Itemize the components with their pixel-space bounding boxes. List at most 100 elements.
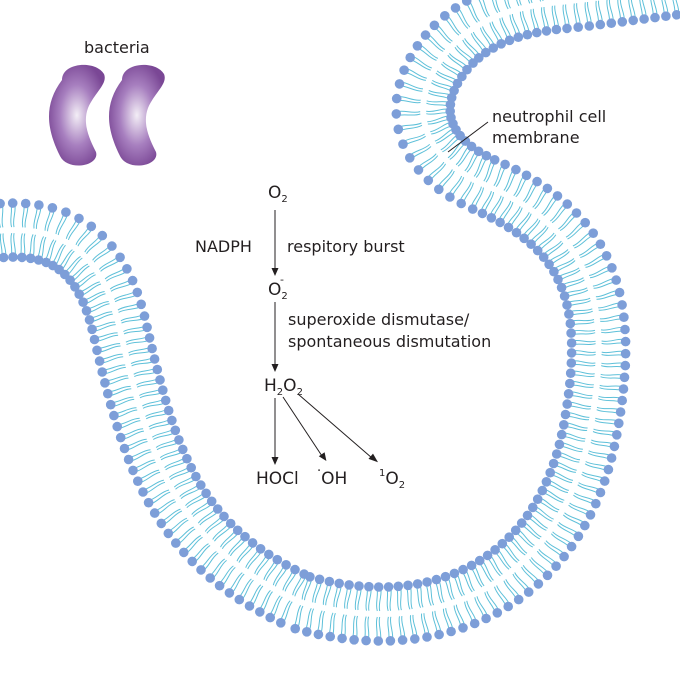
lipid-head (481, 613, 491, 624)
lipid-head (394, 79, 405, 89)
lipid-head (533, 579, 544, 589)
lipid-head (522, 29, 533, 40)
lipid-head (405, 153, 415, 163)
lipid-tail (539, 0, 542, 2)
lipid-head (276, 618, 286, 628)
lipid-head (138, 487, 148, 497)
lipid-head (606, 18, 617, 29)
lipid-head (214, 580, 225, 591)
lipid-head (549, 266, 559, 277)
lipid-head (544, 259, 554, 270)
respiratory-burst-label: respitory burst (287, 237, 405, 256)
lipid-head (458, 623, 468, 633)
lipid-head (542, 570, 553, 581)
lipid-head (325, 631, 336, 642)
lipid-tail (519, 0, 522, 6)
lipid-head (537, 485, 548, 496)
lipid-head (490, 545, 500, 555)
lipid-head (609, 441, 620, 452)
lipid-head (603, 464, 614, 475)
lipid-head (136, 299, 146, 310)
lipid-head (523, 587, 534, 597)
lipid-head (620, 336, 631, 347)
lipid-head (84, 315, 95, 325)
arrowhead-o2-to-superoxide (271, 268, 279, 276)
lipid-head (551, 24, 562, 35)
lipid-head (337, 633, 347, 644)
lipid-head (74, 213, 84, 224)
lipid-head (244, 601, 255, 611)
lipid-head (450, 3, 461, 13)
lipid-head (314, 574, 325, 585)
lipid-head (405, 52, 416, 63)
lipid-head (601, 251, 612, 261)
lipid-head (519, 233, 529, 244)
lipid-head (87, 324, 97, 335)
lipid-head (445, 106, 456, 117)
lipid-head (563, 389, 574, 399)
lipid-head (457, 71, 467, 82)
lipid-head (34, 200, 44, 210)
lipid-head (618, 384, 629, 394)
arrowhead-h2o2-to-hydroxyl (318, 452, 327, 461)
lipid-head (500, 159, 510, 170)
lipid-head (559, 291, 570, 301)
lipid-head (132, 287, 143, 298)
lipid-head (429, 20, 440, 31)
lipid-tail (530, 0, 533, 4)
lipid-head (504, 35, 515, 46)
lipid-head (532, 176, 542, 187)
bacteria-group: bacteria (49, 38, 165, 166)
lipid-head (163, 405, 174, 416)
lipid-head (373, 636, 384, 646)
lipid-head (456, 198, 467, 209)
lipid-head (420, 30, 431, 40)
lipid-head (566, 541, 577, 552)
lipid-head (334, 578, 345, 589)
lipid-head (516, 518, 527, 528)
lipid-head (545, 467, 555, 478)
lipid-head (474, 555, 485, 566)
lipid-head (481, 150, 492, 161)
lipid-head (103, 388, 113, 399)
lipid-head (0, 252, 9, 263)
lipid-head (440, 11, 450, 21)
lipid-head (107, 241, 117, 251)
lipid-head (562, 399, 572, 409)
lipid-head (562, 199, 573, 209)
lipid-head (149, 354, 160, 364)
lipid-head (127, 275, 138, 286)
lipid-head (47, 203, 58, 213)
lipid-head (595, 19, 606, 30)
lipid-head (264, 549, 274, 560)
lipid-head (302, 627, 312, 637)
lipid-head (142, 322, 152, 333)
lipid-head (553, 274, 563, 285)
lipid-head (123, 454, 134, 465)
lipid-head (584, 21, 595, 31)
arrow-h2o2-to-hydroxyl (282, 396, 323, 457)
lipid-head (33, 255, 44, 265)
lipid-head (393, 124, 404, 135)
lipid-head (147, 343, 157, 354)
dismutase-label-line2: spontaneous dismutation (288, 332, 491, 351)
lipid-head (477, 208, 488, 219)
lipid-head (122, 264, 132, 274)
lipid-head (65, 275, 75, 286)
lipid-head (305, 572, 315, 582)
lipid-head (619, 372, 630, 383)
lipid-head (541, 26, 552, 36)
lipid-head (548, 458, 559, 469)
lipid-head (486, 213, 497, 223)
lipid-head (599, 476, 610, 486)
lipid-head (434, 629, 444, 640)
lipid-head (522, 510, 533, 521)
lipid-head (617, 17, 628, 27)
lipid-head (385, 636, 396, 646)
lipid-tail (478, 0, 488, 18)
lipid-head (281, 560, 291, 570)
lipid-head (565, 318, 576, 329)
lipid-head (503, 601, 513, 612)
lipid-head (560, 409, 571, 420)
lipid-head (413, 165, 424, 175)
